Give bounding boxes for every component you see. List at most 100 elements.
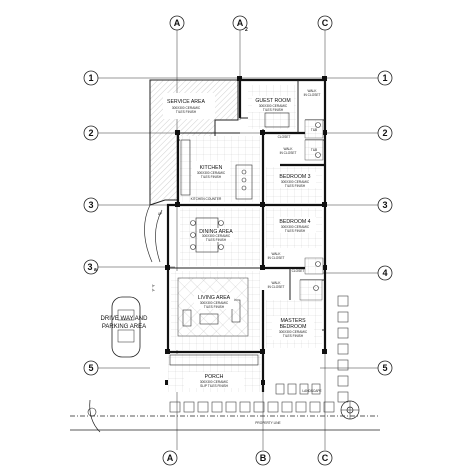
svg-text:MASTERS: MASTERS bbox=[280, 318, 306, 324]
porch: PORCH 300X300 CERAMIC SLIP TILES FINISH bbox=[168, 354, 261, 392]
grid-bubble-left-3a: 3 a bbox=[83, 259, 99, 275]
svg-text:B: B bbox=[260, 453, 267, 463]
grid-bubble-right-2: 2 bbox=[377, 125, 393, 141]
grid-bubble-top-a2: A 2 bbox=[232, 15, 248, 33]
grid-bubble-top-a: A bbox=[169, 15, 185, 31]
svg-text:WALK: WALK bbox=[272, 281, 282, 285]
grid-bubble-right-5: 5 bbox=[377, 360, 393, 376]
svg-text:300X300 CERAMIC: 300X300 CERAMIC bbox=[200, 301, 229, 305]
grid-bubble-left-1: 1 bbox=[83, 70, 99, 86]
svg-text:300X300 CERAMIC: 300X300 CERAMIC bbox=[279, 330, 308, 334]
svg-text:BEDROOM 3: BEDROOM 3 bbox=[279, 174, 310, 180]
svg-text:UP: UP bbox=[158, 212, 162, 216]
svg-text:DRIVE WAY AND: DRIVE WAY AND bbox=[101, 316, 149, 322]
svg-text:TILES FINISH: TILES FINISH bbox=[206, 238, 227, 242]
walk-in-closet-4: WALK IN CLOSET bbox=[268, 281, 285, 289]
svg-text:2: 2 bbox=[88, 128, 93, 138]
structural-columns bbox=[165, 76, 327, 385]
svg-text:WALK: WALK bbox=[284, 147, 294, 151]
kitchen: KITCHEN 300X300 CERAMIC TILES FINISH KIT… bbox=[180, 136, 260, 202]
svg-text:300X300 CERAMIC: 300X300 CERAMIC bbox=[281, 225, 310, 229]
svg-text:SLIP TILES FINISH: SLIP TILES FINISH bbox=[200, 384, 229, 388]
bedroom-3: BEDROOM 3 300X300 CERAMIC TILES FINISH bbox=[266, 167, 322, 203]
svg-text:IN CLOSET: IN CLOSET bbox=[268, 285, 285, 289]
walk-in-closet-1: WALK IN CLOSET bbox=[304, 89, 321, 97]
svg-text:3: 3 bbox=[88, 200, 93, 210]
svg-text:5: 5 bbox=[382, 363, 387, 373]
svg-text:IN CLOSET: IN CLOSET bbox=[268, 256, 285, 260]
svg-text:300X300 CERAMIC: 300X300 CERAMIC bbox=[197, 171, 226, 175]
grid-bubble-bottom-a: A bbox=[162, 450, 178, 466]
driveway: DRIVE WAY AND PARKING AREA bbox=[101, 296, 149, 358]
svg-text:LIVING AREA: LIVING AREA bbox=[198, 295, 231, 301]
svg-text:1: 1 bbox=[382, 73, 387, 83]
svg-text:BEDROOM: BEDROOM bbox=[280, 324, 307, 330]
svg-text:CLOSET: CLOSET bbox=[292, 269, 305, 273]
walk-in-closet-3: WALK IN CLOSET bbox=[268, 252, 285, 260]
svg-text:A: A bbox=[237, 18, 244, 28]
svg-text:300X300 CERAMIC: 300X300 CERAMIC bbox=[172, 106, 201, 110]
service-area-label: SERVICE AREA bbox=[167, 99, 206, 105]
grid-bubble-left-3: 3 bbox=[83, 197, 99, 213]
svg-text:C: C bbox=[322, 453, 329, 463]
svg-text:CLOSET: CLOSET bbox=[278, 135, 291, 139]
closet-1: CLOSET bbox=[278, 135, 291, 139]
svg-text:TILES FINISH: TILES FINISH bbox=[285, 184, 306, 188]
grid-bubble-bottom-b: B bbox=[255, 450, 271, 466]
landscape-pavers: LANDSCAPE bbox=[169, 295, 360, 420]
svg-text:T&B: T&B bbox=[311, 148, 317, 152]
svg-text:IN CLOSET: IN CLOSET bbox=[304, 93, 321, 97]
svg-text:1: 1 bbox=[88, 73, 93, 83]
grid-bubble-right-3: 3 bbox=[377, 197, 393, 213]
svg-text:PARKING AREA: PARKING AREA bbox=[102, 324, 146, 330]
svg-text:IN CLOSET: IN CLOSET bbox=[280, 151, 297, 155]
svg-text:GUEST ROOM: GUEST ROOM bbox=[255, 98, 290, 104]
svg-text:TILES FINISH: TILES FINISH bbox=[176, 110, 197, 114]
svg-text:BEDROOM 4: BEDROOM 4 bbox=[279, 219, 310, 225]
svg-text:A: A bbox=[174, 18, 181, 28]
svg-text:3: 3 bbox=[382, 200, 387, 210]
svg-text:T&B: T&B bbox=[311, 128, 317, 132]
svg-text:C: C bbox=[322, 18, 329, 28]
svg-text:3: 3 bbox=[87, 262, 92, 272]
svg-text:TILES FINISH: TILES FINISH bbox=[201, 175, 222, 179]
grid-bubble-left-2: 2 bbox=[83, 125, 99, 141]
svg-text:2: 2 bbox=[245, 27, 248, 33]
svg-text:KITCHEN: KITCHEN bbox=[200, 165, 223, 171]
svg-text:PORCH: PORCH bbox=[205, 374, 224, 380]
bedroom-4: BEDROOM 4 300X300 CERAMIC TILES FINISH bbox=[266, 208, 322, 248]
svg-text:WALK: WALK bbox=[272, 252, 282, 256]
master-bedroom: MASTERS BEDROOM 300X300 CERAMIC TILES FI… bbox=[266, 279, 323, 348]
guest-room: GUEST ROOM 300X300 CERAMIC TILES FINISH bbox=[248, 85, 296, 129]
toilet-bath-1: T&B bbox=[304, 119, 324, 139]
svg-text:2: 2 bbox=[382, 128, 387, 138]
svg-text:4: 4 bbox=[382, 268, 387, 278]
svg-text:LANDSCAPE: LANDSCAPE bbox=[302, 389, 321, 393]
toilet-bath-2: T&B bbox=[304, 139, 324, 161]
grid-bubble-right-1: 1 bbox=[377, 70, 393, 86]
dining-area: DINING AREA 300X300 CERAMIC TILES FINISH bbox=[180, 208, 260, 266]
svg-text:A - A: A - A bbox=[151, 285, 155, 293]
svg-text:WALK: WALK bbox=[308, 89, 318, 93]
svg-text:TILES FINISH: TILES FINISH bbox=[263, 108, 284, 112]
svg-text:300X300 CERAMIC: 300X300 CERAMIC bbox=[259, 104, 288, 108]
svg-text:300X300 CERAMIC: 300X300 CERAMIC bbox=[200, 380, 229, 384]
svg-text:KITCHEN COUNTER: KITCHEN COUNTER bbox=[191, 197, 222, 201]
svg-text:TILES FINISH: TILES FINISH bbox=[204, 305, 225, 309]
svg-text:5: 5 bbox=[88, 363, 93, 373]
svg-text:a: a bbox=[94, 267, 97, 273]
closet-2: CLOSET bbox=[292, 257, 324, 275]
svg-text:DINING AREA: DINING AREA bbox=[199, 229, 233, 235]
svg-text:300X300 CERAMIC: 300X300 CERAMIC bbox=[202, 234, 231, 238]
svg-text:300X300 CERAMIC: 300X300 CERAMIC bbox=[281, 180, 310, 184]
svg-text:TILES FINISH: TILES FINISH bbox=[283, 334, 304, 338]
entry-stairs: UP A - A bbox=[144, 204, 163, 293]
grid-bubble-bottom-c: C bbox=[317, 450, 333, 466]
svg-text:A: A bbox=[167, 453, 174, 463]
svg-text:PROPERTY LINE: PROPERTY LINE bbox=[255, 421, 280, 425]
service-area: SERVICE AREA 300X300 CERAMIC TILES FINIS… bbox=[149, 79, 239, 206]
grid-bubble-left-5: 5 bbox=[83, 360, 99, 376]
walk-in-closet-2: WALK IN CLOSET bbox=[280, 147, 297, 155]
grid-bubble-top-c: C bbox=[317, 15, 333, 31]
